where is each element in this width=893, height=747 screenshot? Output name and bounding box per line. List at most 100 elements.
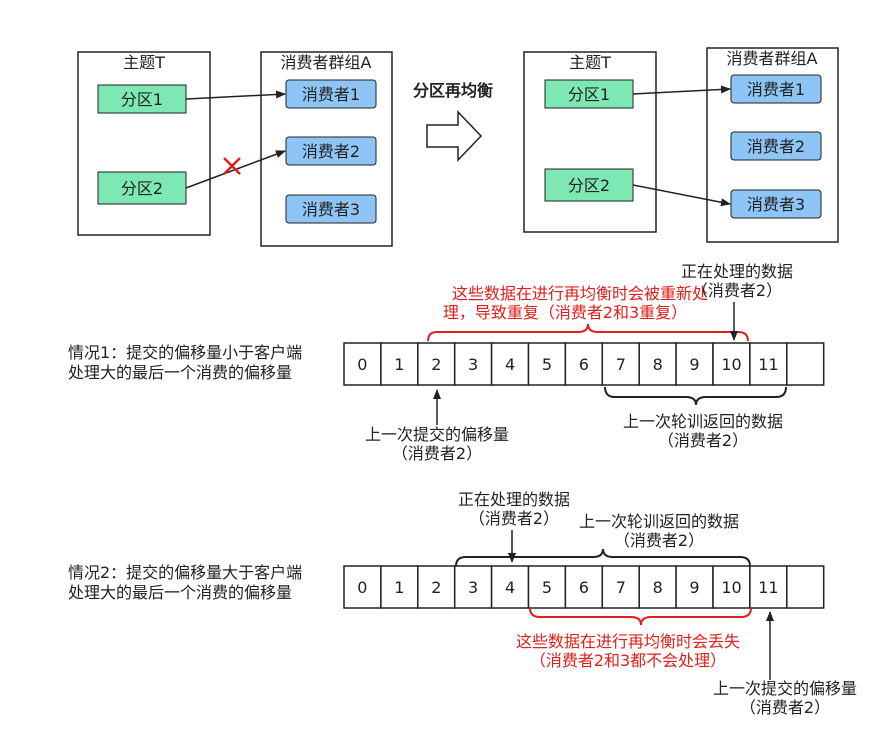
case2-cell-label-7: 7	[616, 578, 626, 597]
right-partition-1: 分区1	[544, 79, 634, 109]
right-topic-container: 主题T 分区1 分区2	[523, 51, 657, 233]
case1-cell-label-8: 8	[653, 355, 663, 374]
case2-lost-bracket	[529, 607, 752, 626]
case2-cell-0: 0	[343, 565, 382, 609]
left-consumer-1: 消费者1	[285, 79, 377, 109]
case2-cell-1: 1	[380, 565, 419, 609]
case1-cell-label-0: 0	[357, 355, 367, 374]
case2-cell-label-10: 10	[721, 578, 741, 597]
case2-cell-label-4: 4	[505, 578, 515, 597]
case1-processing-line2: （消费者2）	[692, 281, 782, 300]
case2-cell-7: 7	[601, 565, 640, 609]
right-partition-2: 分区2	[544, 168, 634, 202]
case2-processing-line1: 正在处理的数据	[458, 490, 570, 509]
left-group-title: 消费者群组A	[281, 53, 372, 72]
case2-desc-line1: 情况2：提交的偏移量大于客户端	[68, 563, 302, 582]
case1-committed-line1: 上一次提交的偏移量	[365, 425, 509, 444]
case2-cell-12	[786, 565, 825, 609]
case2-cell-label-3: 3	[468, 578, 478, 597]
case1-cell-4: 4	[490, 342, 530, 386]
case1-cell-5: 5	[527, 342, 567, 386]
left-topic-title: 主题T	[123, 53, 165, 72]
case1-cell-0: 0	[343, 342, 382, 386]
case1-last-poll-line1: 上一次轮训返回的数据	[623, 412, 783, 431]
left-partition-1: 分区1	[97, 84, 187, 114]
case1-cell-label-7: 7	[616, 355, 626, 374]
right-topic-title: 主题T	[569, 53, 611, 72]
case1-cell-label-9: 9	[689, 355, 699, 374]
case2-cell-label-0: 0	[357, 578, 367, 597]
case2-cell-4: 4	[490, 565, 530, 609]
case2-cell-label-11: 11	[758, 578, 778, 597]
case1-last-poll-bracket	[604, 386, 787, 406]
case1-cell-label-2: 2	[431, 355, 441, 374]
right-consumer-3: 消费者3	[730, 189, 822, 219]
case1-cell-label-3: 3	[468, 355, 478, 374]
case2-cell-label-2: 2	[431, 578, 441, 597]
case1-dup-note-line2: 理，导致重复（消费者2和3重复）	[443, 303, 687, 322]
svg-text:消费者3: 消费者3	[302, 200, 360, 219]
left-consumer-3: 消费者3	[285, 194, 377, 224]
right-consumer-2: 消费者2	[730, 131, 822, 161]
svg-text:消费者2: 消费者2	[747, 137, 805, 156]
case1-cell-8: 8	[638, 342, 677, 386]
case1-cell-3: 3	[453, 342, 493, 386]
case2-committed-line2: （消费者2）	[740, 698, 830, 717]
case1-desc-line1: 情况1：提交的偏移量小于客户端	[68, 343, 302, 362]
case1-processing-line1: 正在处理的数据	[681, 262, 793, 281]
svg-text:分区1: 分区1	[568, 85, 610, 104]
case1-dup-bracket	[427, 323, 749, 342]
case2-cell-8: 8	[638, 565, 677, 609]
svg-text:分区2: 分区2	[121, 179, 163, 198]
case2-last-poll-bracket	[455, 548, 751, 567]
case2-cell-2: 2	[417, 565, 456, 609]
case2-cell-11: 11	[749, 565, 788, 609]
case1-cell-label-5: 5	[542, 355, 552, 374]
svg-text:消费者1: 消费者1	[747, 80, 805, 99]
case1-cell-10: 10	[712, 342, 751, 386]
svg-text:消费者3: 消费者3	[747, 195, 805, 214]
case2-cell-9: 9	[675, 565, 714, 609]
case1-last-poll-line2: （消费者2）	[658, 431, 748, 450]
left-group-container: 消费者群组A 消费者1 消费者2 消费者3	[260, 51, 393, 247]
case2-committed-line1: 上一次提交的偏移量	[713, 679, 857, 698]
svg-text:消费者2: 消费者2	[302, 142, 360, 161]
left-consumer-2: 消费者2	[285, 136, 377, 166]
case1-cell-label-4: 4	[505, 355, 515, 374]
case2-lost-note-line2: （消费者2和3都不会处理）	[530, 651, 726, 670]
left-arrow-p1-c1	[185, 90, 286, 100]
right-group-container: 消费者群组A 消费者1 消费者2 消费者3	[706, 47, 839, 243]
case1-desc-line2: 处理大的最后一个消费的偏移量	[68, 363, 292, 382]
right-arrow-p1-c1	[632, 85, 731, 95]
case2-last-poll-line1: 上一次轮训返回的数据	[579, 512, 739, 531]
case2-cell-6: 6	[564, 565, 604, 609]
right-consumer-1: 消费者1	[730, 74, 822, 104]
case1-committed-line2: （消费者2）	[392, 444, 482, 463]
case2-cell-label-5: 5	[542, 578, 552, 597]
case1-cell-2: 2	[417, 342, 456, 386]
case2-processing-line2: （消费者2）	[469, 509, 559, 528]
rebalance-label: 分区再均衡	[413, 81, 493, 100]
case2-last-poll-line2: （消费者2）	[614, 531, 704, 550]
case2-cell-label-1: 1	[394, 578, 404, 597]
right-group-title: 消费者群组A	[727, 49, 818, 68]
left-topic-container: 主题T 分区1 分区2	[77, 51, 211, 236]
case1-cell-7: 7	[601, 342, 640, 386]
case2-cell-label-8: 8	[653, 578, 663, 597]
rebalance-arrow-icon	[426, 110, 483, 162]
svg-text:消费者1: 消费者1	[302, 85, 360, 104]
svg-text:分区2: 分区2	[568, 176, 610, 195]
right-arrow-p2-c3	[632, 184, 731, 207]
case2-cell-3: 3	[453, 565, 493, 609]
case1-cell-label-6: 6	[579, 355, 589, 374]
case1-cell-label-11: 11	[758, 355, 778, 374]
case1-cell-12	[786, 342, 825, 386]
case2-cell-10: 10	[712, 565, 751, 609]
case1-cell-9: 9	[675, 342, 714, 386]
case2-cell-label-9: 9	[689, 578, 699, 597]
cross-icon	[223, 157, 241, 175]
case1-cell-11: 11	[749, 342, 788, 386]
left-partition-2: 分区2	[97, 171, 187, 205]
